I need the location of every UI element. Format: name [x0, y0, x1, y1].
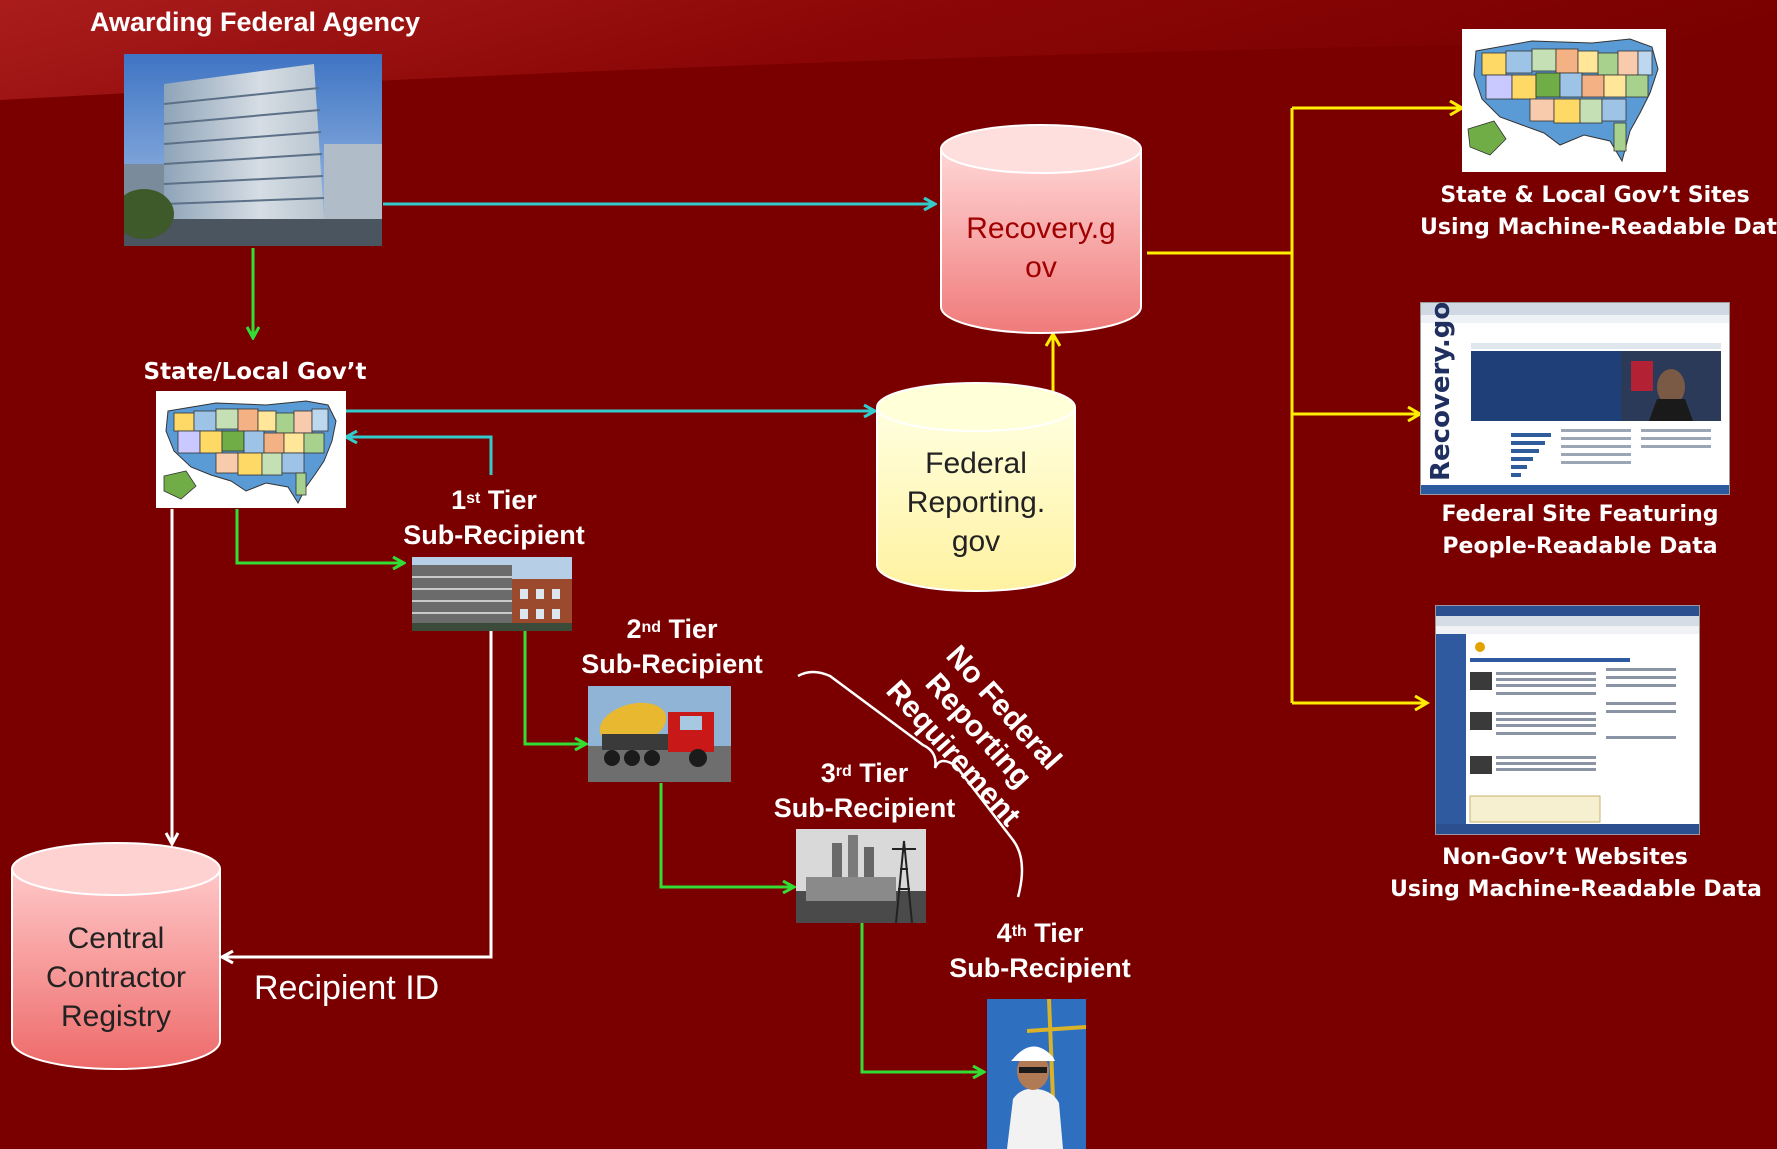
tier2-to-tier3-arrow — [659, 783, 794, 887]
us-map-image — [156, 391, 346, 508]
tier3-suffix: rd — [835, 763, 852, 780]
federal-reporting-line3: gov — [951, 525, 1001, 558]
federal-site-line1: Federal Site Featuring — [1441, 502, 1719, 527]
recovery-gov-label: Recovery.g ov — [945, 209, 1137, 287]
tier4-line2: Sub-Recipient — [949, 953, 1131, 983]
nongov-sites-line1: Non-Gov’t Websites — [1442, 845, 1688, 870]
recovery-gov-database — [940, 124, 1142, 334]
state-sites-line1: State & Local Gov’t Sites — [1440, 183, 1750, 208]
central-contractor-registry-label: Central Contractor Registry — [16, 919, 216, 1036]
tier4-line1: Tier — [1026, 918, 1084, 948]
tier3-line2: Sub-Recipient — [773, 793, 956, 823]
federal-site-line2: People-Readable Data — [1442, 534, 1718, 559]
tier1-suffix: st — [466, 490, 481, 507]
ccr-line3: Registry — [60, 1000, 172, 1033]
recovery-line1: Recovery.g — [966, 212, 1116, 245]
federal-site-caption: Federal Site Featuring People-Readable D… — [1410, 499, 1750, 563]
federal-reporting-label: Federal Reporting. gov — [880, 444, 1072, 561]
tier1-to-state-arrow — [346, 437, 493, 475]
tier1-line1: Tier — [480, 485, 537, 515]
tier3-label: 3rd Tier Sub-Recipient — [752, 756, 977, 826]
tier2-line1: Tier — [661, 614, 718, 644]
nongov-sites-caption: Non-Gov’t Websites Using Machine-Readabl… — [1390, 842, 1762, 906]
state-local-title: State/Local Gov’t — [143, 359, 367, 385]
tier2-line2: Sub-Recipient — [581, 649, 763, 679]
federal-building-photo — [124, 54, 382, 246]
tier3-line1: Tier — [851, 758, 909, 788]
tier1-building-photo — [412, 557, 572, 631]
federal-site-side-label: Recovery.gov — [1426, 302, 1456, 481]
agency-title: Awarding Federal Agency — [89, 7, 421, 37]
tier1-to-tier2-arrow — [523, 631, 586, 744]
tier1-to-ccr-arrow — [222, 631, 493, 957]
tier4-suffix: th — [1011, 923, 1027, 940]
ccr-line2: Contractor — [45, 961, 187, 994]
tier1-ordinal: 1 — [451, 485, 467, 515]
state-sites-caption: State & Local Gov’t Sites Using Machine-… — [1420, 180, 1777, 244]
recipient-id-label: Recipient ID — [254, 969, 440, 1007]
recovery-line2: ov — [1025, 251, 1057, 284]
federal-reporting-line1: Federal — [925, 447, 1027, 480]
tier2-label: 2nd Tier Sub-Recipient — [562, 612, 782, 682]
nongov-website-screenshot — [1435, 605, 1700, 835]
tier3-ordinal: 3 — [820, 758, 836, 788]
no-reporting-brace — [797, 670, 1024, 898]
tier2-ordinal: 2 — [626, 614, 642, 644]
state-to-tier1-arrow — [235, 509, 404, 563]
construction-worker-photo — [987, 999, 1086, 1149]
federal-reporting-line2: Reporting. — [906, 486, 1046, 519]
central-contractor-registry-database — [11, 842, 221, 1070]
nongov-sites-line2: Using Machine-Readable Data — [1390, 877, 1762, 902]
cement-truck-photo — [588, 686, 731, 782]
ccr-line1: Central — [67, 922, 165, 955]
power-plant-photo — [796, 829, 926, 923]
tier1-line2: Sub-Recipient — [403, 520, 585, 550]
tier2-suffix: nd — [641, 619, 662, 636]
federal-reporting-database — [876, 382, 1076, 592]
state-sites-line2: Using Machine-Readable Data — [1420, 215, 1777, 240]
tier4-ordinal: 4 — [996, 918, 1012, 948]
tier3-to-tier4-arrow — [860, 919, 984, 1072]
state-sites-map-image — [1462, 29, 1666, 172]
tier1-label: 1st Tier Sub-Recipient — [384, 483, 604, 553]
recovery-gov-screenshot: Recovery.gov — [1420, 302, 1730, 495]
tier4-label: 4th Tier Sub-Recipient — [930, 916, 1150, 986]
